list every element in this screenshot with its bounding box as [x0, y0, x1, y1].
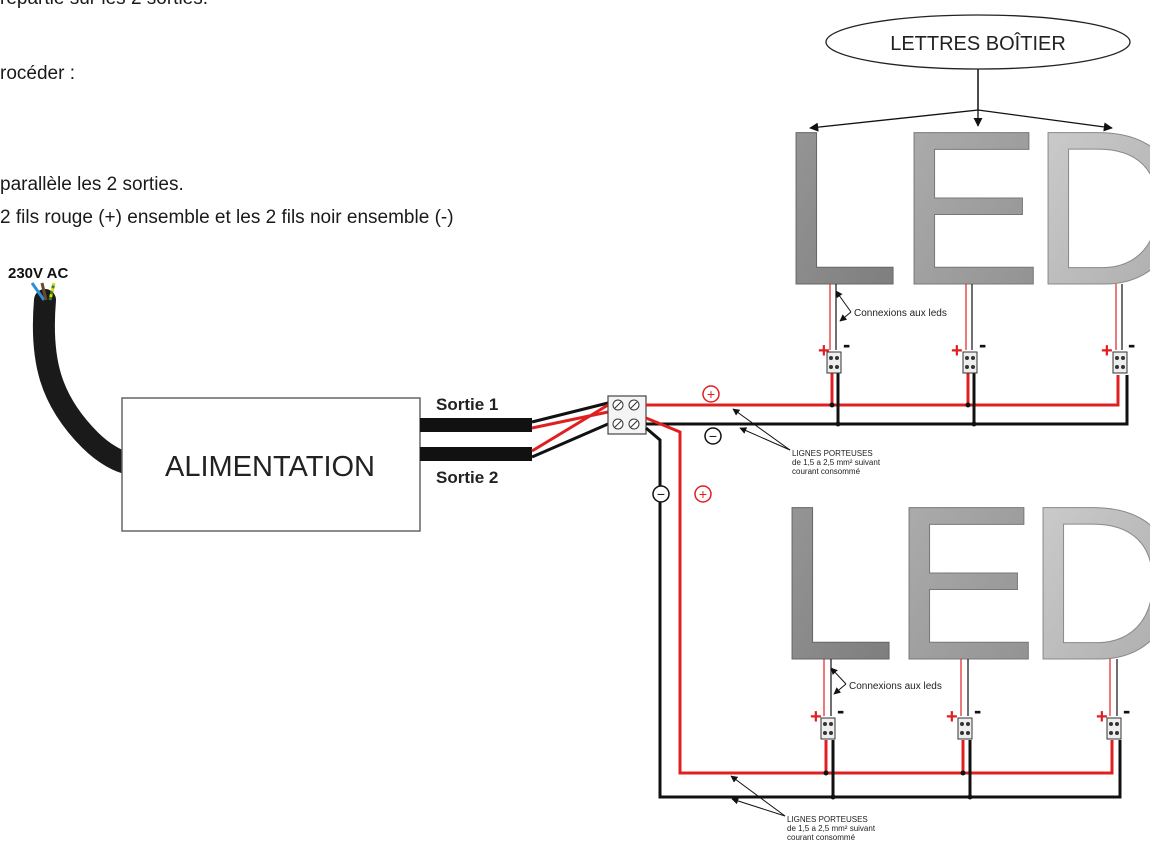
lower-led-connections-callout: Connexions aux leds	[830, 667, 942, 695]
upper-minus-marker: −	[704, 427, 722, 445]
svg-text:-: -	[843, 332, 850, 357]
intro-line-3: parallèle les 2 sorties.	[0, 174, 184, 195]
power-supply-box	[121, 397, 421, 532]
svg-text:Connexions aux leds: Connexions aux leds	[849, 681, 942, 692]
svg-text:-: -	[974, 698, 981, 723]
svg-text:LIGNES PORTEUSES: LIGNES PORTEUSES	[787, 815, 868, 824]
svg-text:+: +	[1101, 340, 1113, 362]
power-supply-label: ALIMENTATION	[165, 451, 375, 483]
lower-polarity-signs: + - + - + -	[810, 698, 1130, 728]
svg-text:+: +	[818, 340, 830, 362]
lower-plus-marker: +	[694, 485, 712, 503]
svg-text:−: −	[709, 428, 717, 444]
output-2-label: Sortie 2	[436, 468, 498, 487]
upper-letter-e: E	[896, 85, 1043, 331]
svg-text:Connexions aux leds: Connexions aux leds	[854, 308, 947, 319]
svg-text:+: +	[951, 340, 963, 362]
terminal-block	[607, 395, 647, 435]
lower-minus-marker: −	[652, 485, 670, 503]
upper-connectors	[826, 351, 1128, 374]
output-1-label: Sortie 1	[436, 395, 498, 414]
lower-led-leads	[823, 659, 1118, 716]
svg-text:de 1,5 a 2,5 mm² suivant: de 1,5 a 2,5 mm² suivant	[792, 458, 881, 467]
lower-bus	[645, 416, 1122, 800]
svg-text:+: +	[946, 706, 958, 728]
upper-polarity-signs: + - + - + -	[818, 332, 1135, 362]
channel-letters-label: LETTRES BOÎTIER	[890, 32, 1066, 55]
mains-cable	[30, 282, 141, 475]
svg-text:-: -	[979, 332, 986, 357]
svg-text:+: +	[699, 486, 707, 502]
intro-line-1: répartie sur les 2 sorties.	[0, 0, 208, 10]
polarity-markers: + − − +	[652, 385, 722, 503]
intro-line-4: 2 fils rouge (+) ensemble et les 2 fils …	[0, 207, 454, 228]
intro-line-2: rocéder :	[0, 63, 75, 84]
lower-carrier-lines-callout: LIGNES PORTEUSES de 1,5 a 2,5 mm² suivan…	[730, 775, 876, 842]
upper-led-letters: L E D	[778, 85, 1150, 332]
upper-plus-marker: +	[702, 385, 720, 403]
svg-text:-: -	[1123, 698, 1130, 723]
lower-letter-l: L	[774, 460, 896, 706]
upper-carrier-lines-callout: LIGNES PORTEUSES de 1,5 a 2,5 mm² suivan…	[732, 408, 881, 476]
svg-text:LIGNES PORTEUSES: LIGNES PORTEUSES	[792, 449, 873, 458]
upper-led-connections-callout: Connexions aux leds	[835, 290, 947, 322]
lower-led-letters: L E D	[774, 460, 1150, 707]
lower-letter-d: D	[1025, 460, 1150, 706]
svg-text:courant consommé: courant consommé	[792, 467, 861, 476]
svg-text:+: +	[1096, 706, 1108, 728]
svg-text:−: −	[657, 486, 665, 502]
lower-letter-e: E	[891, 460, 1038, 706]
lower-connectors	[820, 717, 1122, 740]
upper-letter-d: D	[1030, 85, 1150, 331]
upper-bus	[646, 373, 1129, 427]
svg-text:de 1,5 a 2,5 mm² suivant: de 1,5 a 2,5 mm² suivant	[787, 824, 876, 833]
svg-text:courant consommé: courant consommé	[787, 833, 856, 842]
svg-text:+: +	[707, 386, 715, 402]
upper-letter-l: L	[778, 85, 900, 331]
output-cables	[420, 401, 609, 461]
mains-label: 230V AC	[8, 265, 68, 282]
channel-letters-arrows	[809, 69, 1113, 132]
svg-text:+: +	[810, 706, 822, 728]
svg-text:-: -	[837, 698, 844, 723]
svg-text:-: -	[1128, 332, 1135, 357]
